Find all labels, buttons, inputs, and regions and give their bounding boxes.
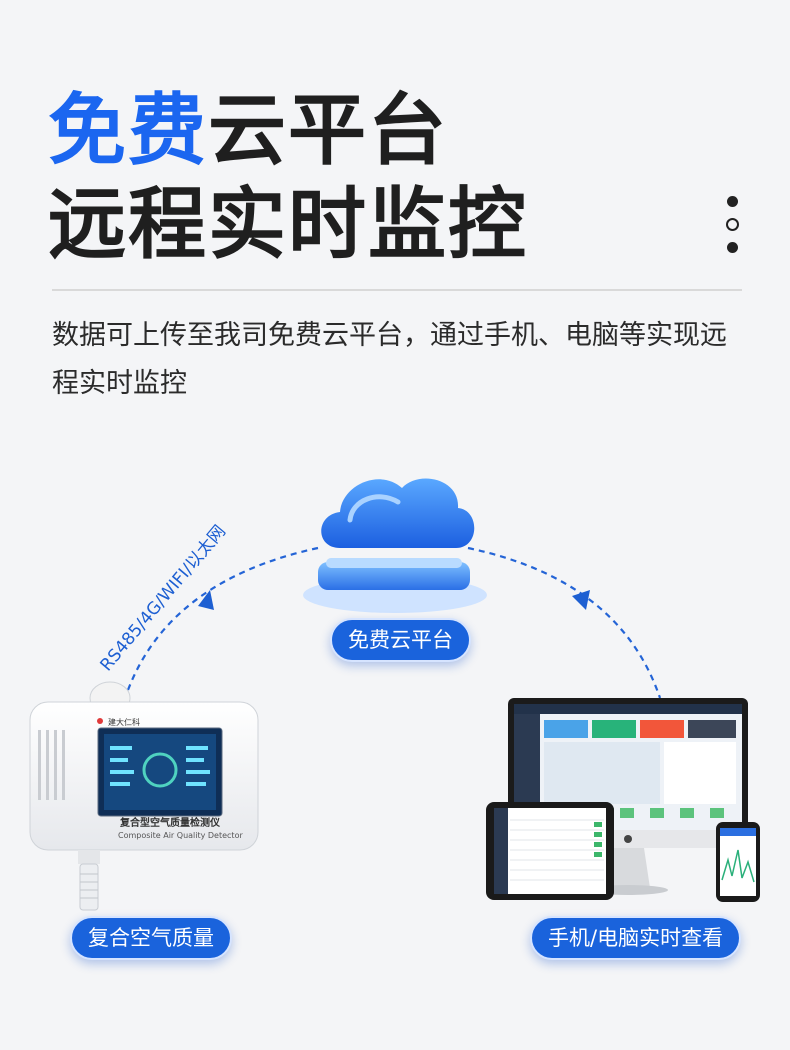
air-quality-device: 建大仁科 复合型空气质量检测仪 Composite Air Quality De… <box>29 681 259 911</box>
headline-rest: 云平台 <box>208 86 449 176</box>
arrow-right-icon <box>572 590 590 610</box>
description: 数据可上传至我司免费云平台，通过手机、电脑等实现远程实时监控 <box>52 320 727 399</box>
cloud-icon <box>303 478 487 613</box>
arrow-left-icon <box>198 590 214 610</box>
device-logo-text: 建大仁科 <box>108 717 140 727</box>
headline-line-2: 远程实时监控 <box>48 180 529 270</box>
device-title-en: Composite Air Quality Detector <box>118 831 243 840</box>
link-arc-right <box>467 546 662 699</box>
connectivity-diagram: RS485/4G/WIFI/以太网 建大仁科 复合型空气质量检测仪 Compos… <box>29 478 760 911</box>
phone <box>716 822 760 902</box>
headline-line-1: 免费云平台 <box>48 92 448 170</box>
more-menu-icon[interactable] <box>722 196 742 264</box>
device-label: 复合空气质量 <box>70 916 232 960</box>
divider <box>52 289 742 291</box>
headline-highlight: 免费 <box>48 86 209 176</box>
device-title-cn: 复合型空气质量检测仪 <box>119 816 221 829</box>
screens-label: 手机/电脑实时查看 <box>530 916 742 960</box>
tablet <box>486 802 614 900</box>
link-arc-left <box>126 546 319 691</box>
cloud-platform-label: 免费云平台 <box>330 618 471 662</box>
